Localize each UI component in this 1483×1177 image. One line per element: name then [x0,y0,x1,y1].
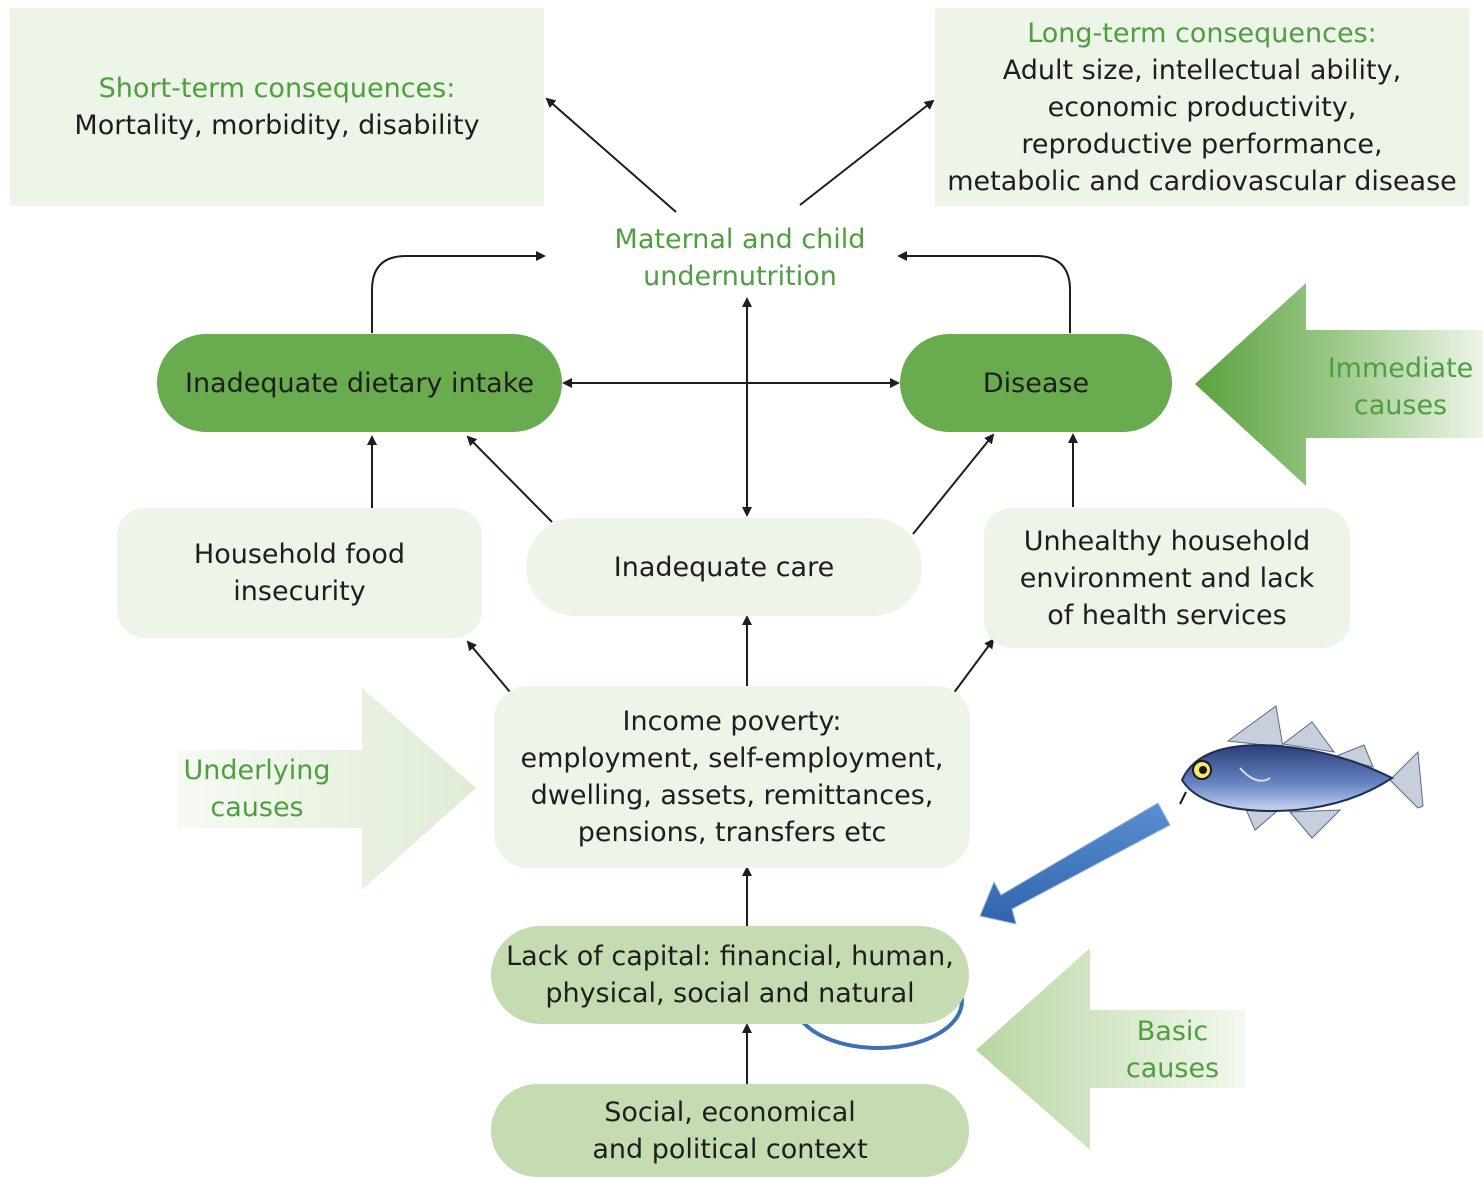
household-food-insecurity-box: Household food insecurity [117,508,482,638]
unhealthy-environment-box: Unhealthy household environment and lack… [984,508,1350,648]
lack-of-capital-label: Lack of capital: financial, human, physi… [506,941,954,1009]
short-term-text: Mortality, morbidity, disability [74,110,480,141]
disease-label: Disease [982,367,1090,399]
immediate-causes-label: Immediate causes [1327,353,1474,421]
income-poverty-box: Income poverty: employment, self-employm… [494,686,970,868]
underlying-causes-label: Underlying causes [183,755,331,823]
long-term-heading: Long-term consequences: [1027,17,1377,49]
inadequate-care-box: Inadequate care [526,518,922,616]
maternal-child-undernutrition-label: Maternal and child undernutrition [614,224,866,292]
long-term-consequences-box: Long-term consequences: Adult size, inte… [935,8,1469,206]
lack-of-capital-box: Lack of capital: financial, human, physi… [491,926,969,1024]
short-term-consequences-box: Short-term consequences: Mortality, morb… [10,8,544,206]
social-context-box: Social, economical and political context [491,1084,969,1177]
basic-causes-chevron [976,948,1245,1150]
immediate-causes-chevron [1195,283,1483,486]
underlying-causes-chevron [178,688,476,890]
income-poverty-label: Income poverty: employment, self-employm… [520,706,944,848]
inadequate-dietary-intake-label: Inadequate dietary intake [184,367,535,399]
fish-icon [1179,705,1424,839]
short-term-heading: Short-term consequences: [98,73,456,104]
inadequate-dietary-intake-box: Inadequate dietary intake [157,334,562,432]
basic-causes-label: Basic causes [1125,1016,1220,1084]
social-context-label: Social, economical and political context [592,1096,868,1165]
unhealthy-environment-label: Unhealthy household environment and lack… [1019,525,1315,631]
blue-pointer-arrow [979,802,1171,925]
long-term-text: Adult size, intellectual ability, econom… [947,54,1457,197]
household-food-insecurity-label: Household food insecurity [193,539,406,607]
disease-box: Disease [900,334,1172,432]
inadequate-care-label: Inadequate care [613,551,835,583]
